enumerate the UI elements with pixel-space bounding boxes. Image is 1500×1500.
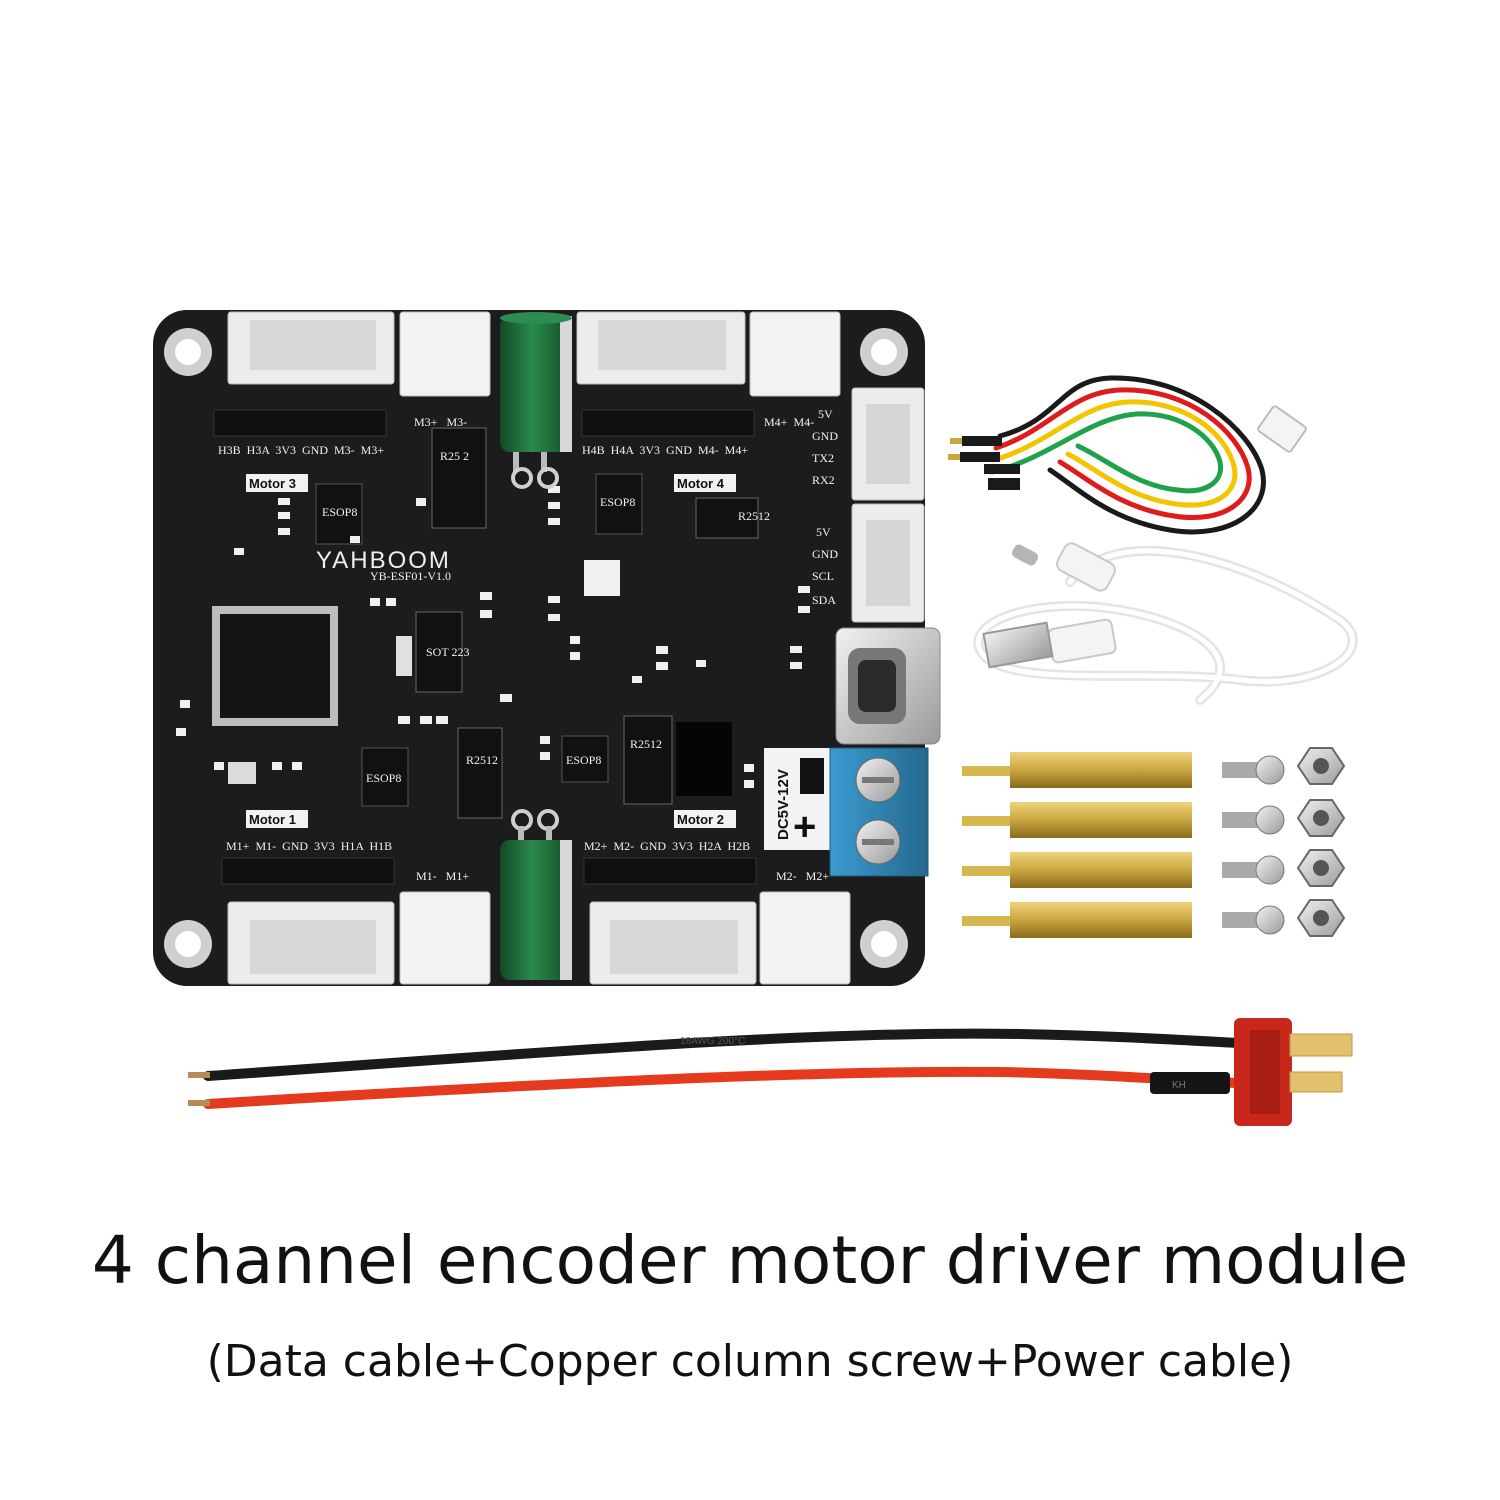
- resistor-label-3: R2512: [466, 753, 498, 767]
- ic-label-u3: ESOP8: [600, 495, 635, 509]
- caption-subtitle: (Data cable+Copper column screw+Power ca…: [206, 1336, 1294, 1387]
- resistor-label-2: R2512: [738, 509, 770, 523]
- usb-a-plug: [982, 618, 1117, 669]
- wire-black: [203, 1028, 1263, 1081]
- smd-components: [176, 486, 810, 788]
- resistor-label-1: R25 2: [440, 449, 469, 463]
- nut-2: [1296, 799, 1346, 837]
- i2c-pin-gnd: GND: [812, 547, 838, 561]
- m3-port-label: M3+ M3-: [414, 415, 467, 429]
- nut-4: [1296, 899, 1346, 937]
- svg-text:Motor 4: Motor 4: [677, 476, 725, 491]
- standoff-3: [962, 852, 1192, 888]
- usb-c-port: [835, 627, 941, 745]
- screw-3: [1222, 855, 1285, 885]
- wire-print: 18AWG 200°C: [680, 1036, 745, 1047]
- power-cable: 18AWG 200°C KH: [188, 1018, 1353, 1126]
- side-headers: [851, 387, 925, 623]
- data-cable: [948, 375, 1307, 535]
- wire-red: [203, 1066, 1263, 1109]
- nuts: [1296, 747, 1346, 937]
- svg-text:Motor 1: Motor 1: [249, 812, 296, 827]
- screws: [1222, 755, 1285, 935]
- nut-1: [1296, 747, 1346, 785]
- motor-label-1: Motor 1: [246, 810, 308, 828]
- ic-label-u4: ESOP8: [366, 771, 401, 785]
- connector-print: KH: [1172, 1080, 1186, 1091]
- screw-4: [1222, 905, 1285, 935]
- motor-label-3: Motor 3: [246, 474, 308, 492]
- i2c-pin-sda: SDA: [812, 593, 836, 607]
- nut-3: [1296, 849, 1346, 887]
- m4-port-label: M4+ M4-: [764, 415, 814, 429]
- top-headers: [227, 311, 841, 397]
- uart-labels: 5V GND TX2 RX2: [812, 407, 838, 487]
- i2c-labels: 5V GND SCL SDA: [812, 525, 838, 607]
- svg-text:Motor 2: Motor 2: [677, 812, 724, 827]
- capacitor-top: [500, 312, 572, 489]
- motor-label-4: Motor 4: [674, 474, 736, 492]
- ic-label-u2: ESOP8: [322, 505, 357, 519]
- motor-label-2: Motor 2: [674, 810, 736, 828]
- uart-pin-tx2: TX2: [812, 451, 834, 465]
- standoff-2: [962, 802, 1192, 838]
- pin-header-rows: [213, 409, 757, 885]
- jst-connector: [1257, 405, 1307, 453]
- caption-title: 4 channel encoder motor driver module: [91, 1222, 1409, 1299]
- ic-label-u5: ESOP8: [566, 753, 601, 767]
- i2c-pin-5v: 5V: [816, 525, 831, 539]
- power-terminal: DC5V-12V +: [764, 747, 929, 877]
- pin-label-top-mid: H4B H4A 3V3 GND M4- M4+: [582, 443, 748, 457]
- svg-text:Motor 3: Motor 3: [249, 476, 296, 491]
- i2c-pin-scl: SCL: [812, 569, 834, 583]
- t-connector: [1234, 1018, 1353, 1126]
- bottom-headers: [227, 891, 851, 985]
- uart-pin-5v: 5V: [818, 407, 833, 421]
- mcu-chip: [212, 606, 338, 726]
- copper-standoffs: [962, 752, 1192, 938]
- brand-logo: YAHBOOM: [316, 547, 451, 574]
- pin-label-top-left: H3B H3A 3V3 GND M3- M3+: [218, 443, 384, 457]
- capacitor-bottom: [500, 809, 572, 980]
- m1-port-label: M1- M1+: [416, 869, 469, 883]
- resistor-label-4: R2512: [630, 737, 662, 751]
- pin-label-bottom-mid: M2+ M2- GND 3V3 H2A H2B: [584, 839, 750, 853]
- driver-board: H3B H3A 3V3 GND M3- M3+ H4B H4A 3V3 GND …: [153, 310, 941, 986]
- power-input-label: DC5V-12V: [775, 769, 792, 840]
- usb-c-plug: [1011, 542, 1116, 592]
- screw-1: [1222, 755, 1285, 785]
- screw-2: [1222, 805, 1285, 835]
- pin-label-bottom-left: M1+ M1- GND 3V3 H1A H1B: [226, 839, 392, 853]
- usb-cable: [973, 542, 1358, 705]
- sot-label: SOT 223: [426, 645, 469, 659]
- svg-text:+: +: [793, 805, 816, 849]
- uart-pin-rx2: RX2: [812, 473, 835, 487]
- dupont-pins: [948, 436, 1020, 490]
- mounting-holes: [164, 328, 908, 968]
- board-model: YB-ESF01-V1.0: [370, 569, 451, 583]
- standoff-1: [962, 752, 1192, 788]
- uart-pin-gnd: GND: [812, 429, 838, 443]
- standoff-4: [962, 902, 1192, 938]
- m2-port-label: M2- M2+: [776, 869, 829, 883]
- sense-resistors: R25 2 R2512 R2512 R2512 SOT 223: [415, 427, 770, 819]
- driver-ics: ESOP8 ESOP8 ESOP8 ESOP8: [315, 473, 643, 807]
